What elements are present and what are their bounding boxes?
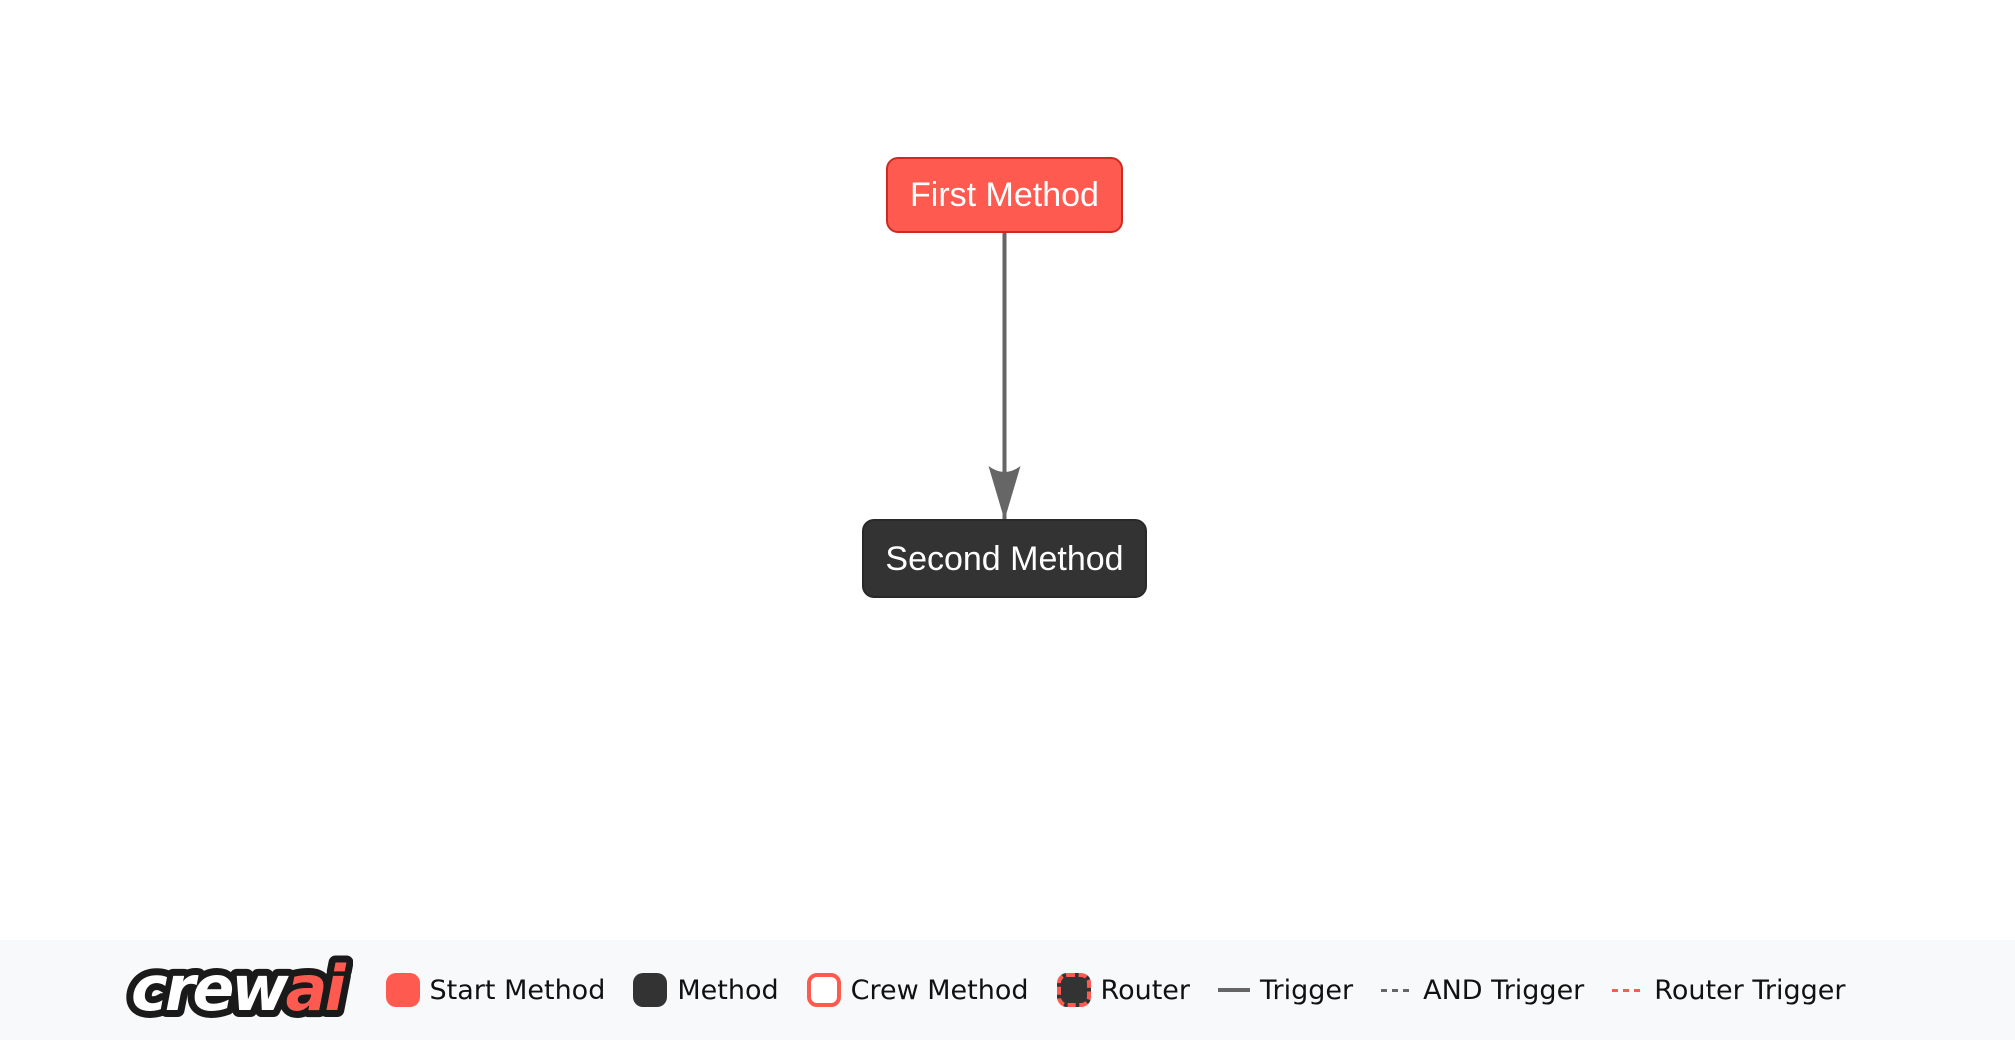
legend-label: Method — [677, 974, 779, 1006]
trigger-edge-arrowhead-icon — [988, 466, 1021, 520]
edge-layer — [988, 233, 1021, 520]
flow-node-first-method[interactable]: First Method — [886, 157, 1123, 233]
legend-label: Start Method — [429, 974, 606, 1006]
and-trigger-line-icon — [1381, 988, 1414, 992]
flow-canvas[interactable]: First Method Second Method — [0, 0, 2015, 940]
crewai-logo: crewai crewai crewai — [125, 944, 353, 1036]
crewai-logo-outline: crewai — [131, 952, 346, 1025]
legend-footer: crewai crewai crewai Start Method Method… — [0, 940, 2015, 1040]
method-swatch-icon — [633, 973, 668, 1007]
crewai-logo-wordmark: crewai — [131, 952, 346, 1025]
legend-label: Trigger — [1260, 974, 1354, 1006]
legend-label: Crew Method — [850, 974, 1029, 1006]
start-method-swatch-icon — [385, 973, 420, 1007]
flow-node-label: Second Method — [885, 539, 1124, 578]
crewai-logo-halo: crewai — [131, 952, 346, 1025]
legend-item-method: Method — [633, 973, 779, 1007]
router-swatch-icon — [1056, 973, 1091, 1007]
legend-label: Router — [1100, 974, 1190, 1006]
crew-method-swatch-icon — [806, 973, 841, 1007]
legend-item-router-trigger: Router Trigger — [1612, 975, 1845, 1006]
flow-node-label: First Method — [910, 176, 1099, 214]
legend-item-start-method: Start Method — [385, 973, 606, 1007]
legend-label: Router Trigger — [1654, 974, 1846, 1006]
legend-label: AND Trigger — [1423, 974, 1585, 1006]
legend-item-crew-method: Crew Method — [806, 973, 1029, 1007]
legend-item-trigger: Trigger — [1218, 975, 1353, 1006]
trigger-line-icon — [1218, 988, 1250, 992]
legend-item-and-trigger: AND Trigger — [1381, 975, 1584, 1006]
router-trigger-line-icon — [1612, 988, 1645, 992]
flow-node-second-method[interactable]: Second Method — [862, 519, 1147, 598]
legend-item-router: Router — [1056, 973, 1190, 1007]
